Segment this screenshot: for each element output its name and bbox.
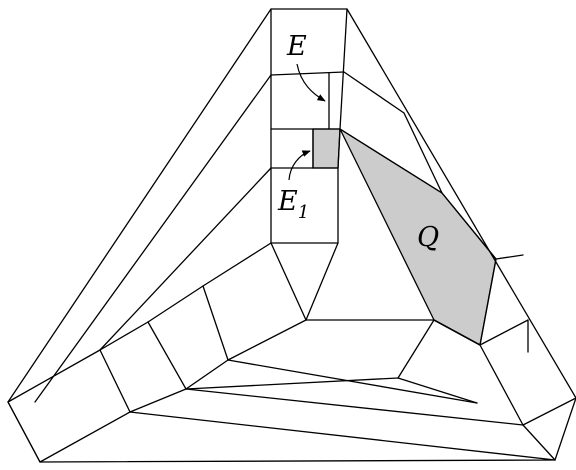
- arrow-e1: [288, 150, 311, 181]
- label-e1-subscript: 1: [298, 202, 309, 223]
- label-e: E: [286, 31, 307, 62]
- outer-triangle: [7, 8, 576, 463]
- arrow-e: [296, 63, 326, 102]
- top-column-cells: [270, 8, 405, 244]
- label-e1: E1: [277, 186, 309, 223]
- shaded-cell-e1: [312, 128, 341, 169]
- inner-triangle: [99, 128, 497, 390]
- label-q: Q: [417, 222, 439, 253]
- middle-rings: [7, 74, 576, 463]
- label-e1-base: E: [277, 186, 298, 217]
